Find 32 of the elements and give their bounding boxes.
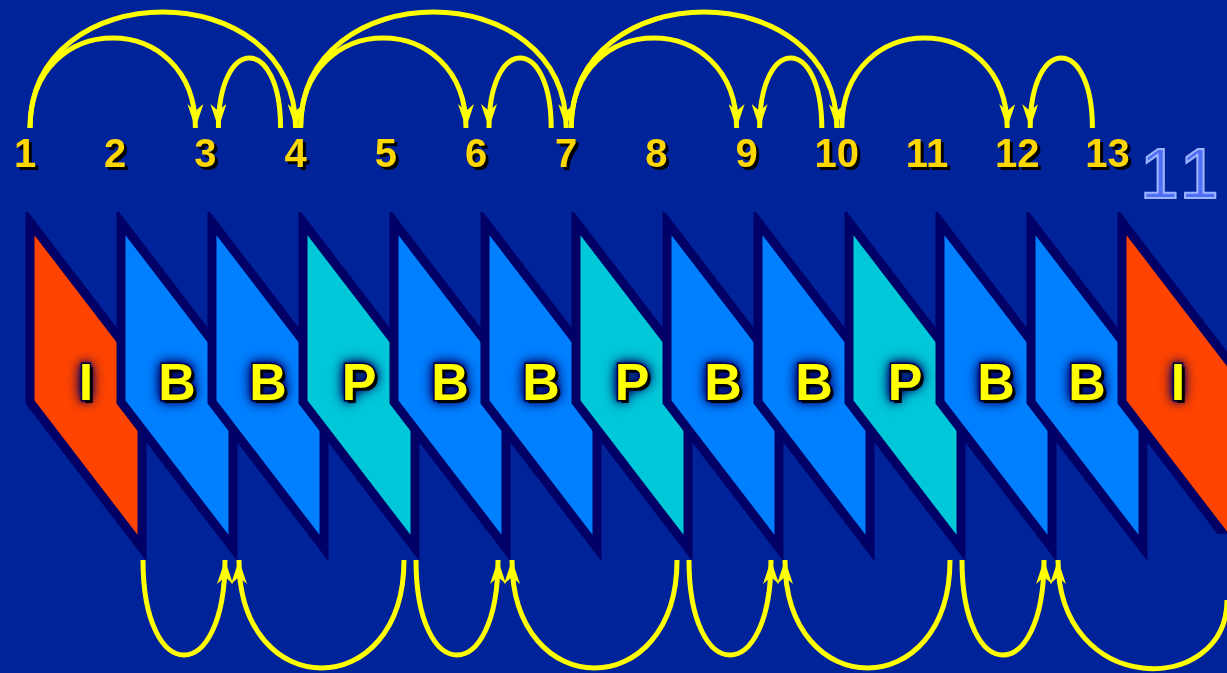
frame-number: 3 [175,128,236,178]
arrow [506,559,680,671]
frame-number: 4 [265,128,326,178]
arrow [27,9,300,129]
arrow [233,559,407,671]
arrow [140,559,232,658]
arrow [298,9,571,129]
arrow [686,559,778,658]
arrow [839,35,1013,129]
frame-number: 10 [806,128,867,178]
frame-number: 12 [987,128,1048,178]
frame-number: 9 [716,128,777,178]
frame-number: 6 [446,128,506,178]
arrow [1023,55,1095,129]
frame-number: 5 [355,128,416,178]
arrow [211,55,284,129]
frame-parallelogram: I [1116,212,1227,534]
arrow [482,55,554,129]
arrow [298,35,472,129]
frame-number: 7 [536,128,597,178]
frame-number: 8 [626,128,687,178]
arrow [1052,559,1227,671]
arrow [753,55,825,129]
frame-number: 2 [85,128,146,178]
arrow [413,559,505,658]
slide-number: 11 [1140,140,1225,208]
arrow [779,559,953,671]
frame-number: 11 [897,128,957,178]
frame-number: 13 [1077,128,1138,178]
arrow [959,559,1051,658]
arrow [568,9,842,129]
frame-number: 1 [0,128,55,178]
